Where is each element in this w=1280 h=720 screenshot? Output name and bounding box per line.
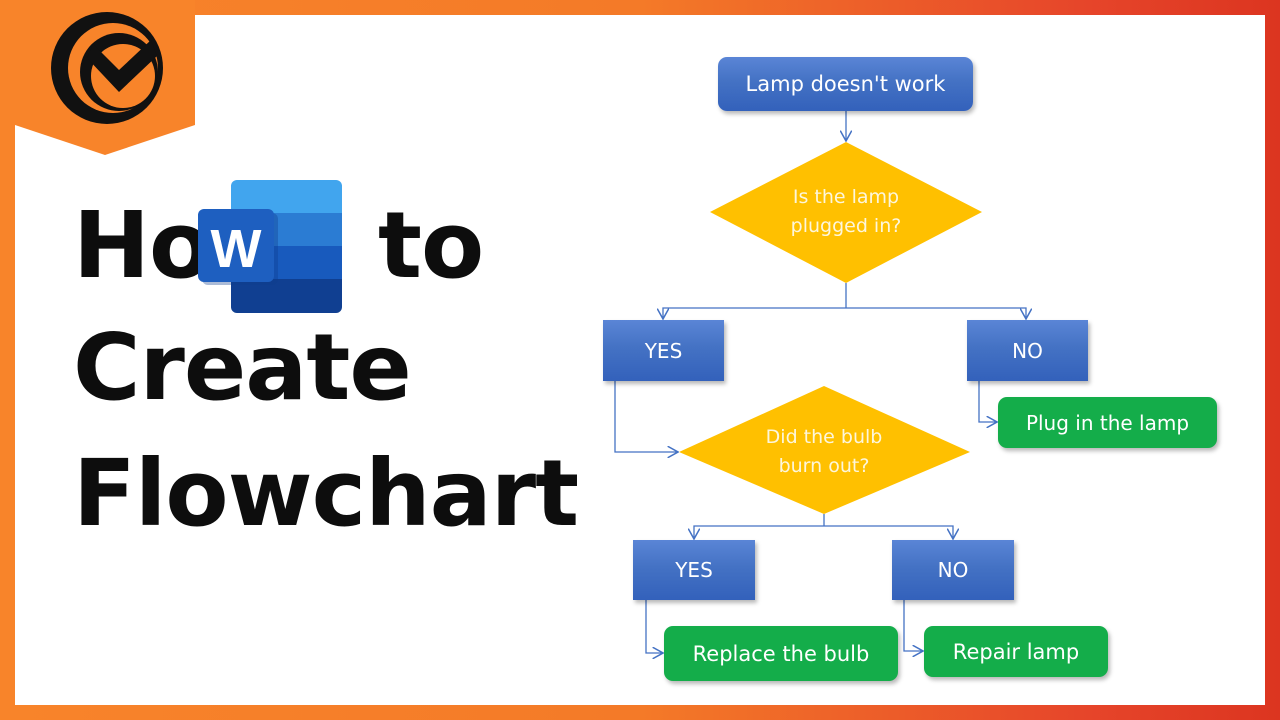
yes1-label: YES xyxy=(644,338,683,363)
microsoft-word-icon: W xyxy=(198,180,342,313)
result-replace-bulb: Replace the bulb xyxy=(664,626,898,681)
connector-decision1-to-no1 xyxy=(846,307,1026,319)
connector-decision2-to-yes2 xyxy=(694,525,824,539)
result-repair-lamp: Repair lamp xyxy=(924,626,1108,677)
result-plug-in-lamp: Plug in the lamp xyxy=(998,397,1217,448)
yes1-box: YES xyxy=(603,320,724,381)
decision2-line1: Did the bulb xyxy=(765,426,883,448)
connector-yes2-to-replace xyxy=(645,600,663,653)
no2-box: NO xyxy=(892,540,1014,600)
yes2-box: YES xyxy=(633,540,755,600)
connector-decision1-to-yes1 xyxy=(663,307,846,319)
connector-decision2-to-no2 xyxy=(824,525,953,539)
decision1-line2: plugged in? xyxy=(790,215,902,237)
connector-no2-to-repair xyxy=(903,600,923,651)
connector-yes1-to-decision2 xyxy=(614,381,678,452)
result-repair-label: Repair lamp xyxy=(952,639,1080,664)
yes2-label: YES xyxy=(675,558,713,582)
result-replace-label: Replace the bulb xyxy=(692,641,870,666)
decision2-text: Did the bulb burn out? xyxy=(724,423,924,481)
title-line2-create: Create xyxy=(73,314,412,421)
title-how-text: Ho xyxy=(73,192,212,299)
decision1-diamond xyxy=(710,142,982,283)
no1-label: NO xyxy=(1012,338,1043,363)
no2-label: NO xyxy=(937,558,969,582)
title-line1-to: to xyxy=(378,200,484,292)
decision2-line2: burn out? xyxy=(778,455,870,477)
title-to-text: to xyxy=(378,192,484,299)
result-plug-label: Plug in the lamp xyxy=(1025,410,1190,435)
start-box-label: Lamp doesn't work xyxy=(745,72,946,96)
title-line1-how: Ho xyxy=(73,200,212,292)
decision1-line1: Is the lamp xyxy=(792,186,900,208)
logo-banner xyxy=(15,0,195,155)
decision1-text: Is the lamp plugged in? xyxy=(746,183,946,241)
word-icon-letter: W xyxy=(211,219,262,279)
m-circle-logo-icon xyxy=(51,12,163,124)
decision2-diamond xyxy=(679,386,970,514)
title-line3-flowchart: Flowchart xyxy=(73,440,579,547)
start-box-lamp-doesnt-work: Lamp doesn't work xyxy=(718,57,973,111)
no1-box: NO xyxy=(967,320,1088,381)
connector-no1-to-plug xyxy=(978,381,997,422)
